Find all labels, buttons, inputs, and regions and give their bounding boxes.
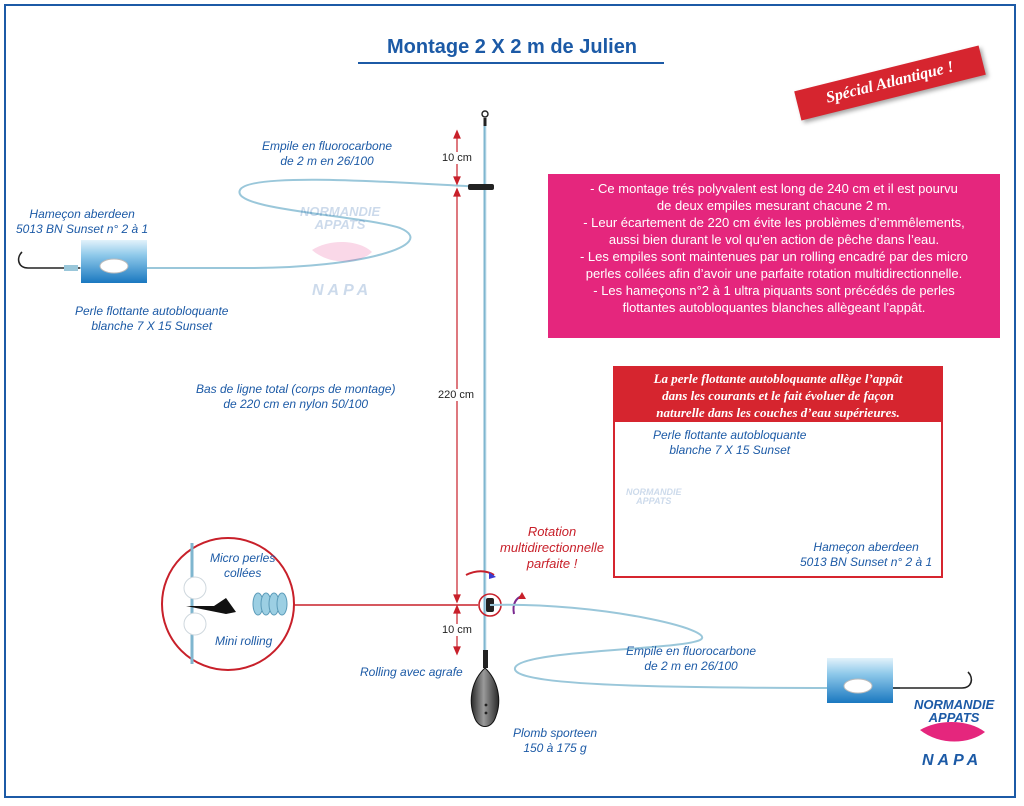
watermark-logo: NORMANDIE APPATS	[300, 205, 380, 231]
top-rolling	[468, 184, 494, 190]
logo-fish	[920, 721, 985, 742]
watermark-logo-small-line2: APPATS	[636, 496, 672, 506]
sinker-label-line1: Plomb sporteen	[513, 726, 598, 740]
detail-box-header: La perle flottante autobloquante allège …	[615, 368, 941, 422]
dim-bottom-label: 10 cm	[440, 624, 474, 636]
detail-bead-label: Perle flottante autobloquante blanche 7 …	[653, 428, 806, 458]
mini-rolling-label: Mini rolling	[215, 634, 273, 648]
bottom-hook	[893, 671, 973, 689]
left-hook	[17, 251, 80, 269]
info-line: - Leur écartement de 220 cm évite les pr…	[583, 215, 965, 230]
top-snood-label-line1: Empile en fluorocarbone	[262, 139, 393, 153]
bottom-snood-label: Empile en fluorocarbone de 2 m en 26/100	[626, 644, 756, 674]
page-title: Montage 2 X 2 m de Julien	[386, 36, 638, 58]
rotation-label: Rotation multidirectionnelle parfaite !	[500, 524, 604, 572]
brand-logo-line1: NORMANDIE	[914, 697, 995, 712]
leader-label-line1: Bas de ligne total (corps de montage)	[196, 382, 396, 396]
watermark-logo-line2: APPATS	[314, 217, 366, 232]
left-bead-label-line1: Perle flottante autobloquante	[75, 304, 229, 318]
top-snood-label-line2: de 2 m en 26/100	[280, 154, 374, 168]
bottom-snood-label-line2: de 2 m en 26/100	[644, 659, 738, 673]
watermark-logo-small-line1: NORMANDIE	[626, 487, 682, 497]
rolling-label: Rolling avec agrafe	[360, 665, 463, 679]
micro-beads-label: Micro perles collées	[210, 551, 275, 581]
info-line: - Les empiles sont maintenues par un rol…	[579, 249, 969, 264]
watermark-logo-small: NORMANDIE APPATS	[626, 488, 682, 506]
left-hook-label: Hameçon aberdeen 5013 BN Sunset n° 2 à 1	[16, 207, 148, 237]
rotation-label-line1: Rotation	[527, 524, 577, 539]
rotation-arrow-top	[465, 570, 495, 576]
info-box: - Ce montage trés polyvalent est long de…	[548, 174, 1000, 338]
leader-label-line2: de 220 cm en nylon 50/100	[223, 397, 369, 411]
knot-coils	[252, 592, 288, 616]
detail-header-line: dans les courants et le fait évoluer de …	[662, 388, 894, 403]
detail-hook-label-line2: 5013 BN Sunset n° 2 à 1	[800, 555, 933, 569]
sinker	[470, 667, 500, 727]
top-snood-line	[80, 178, 486, 269]
title-underline	[358, 62, 664, 64]
bottom-snood-line	[489, 603, 901, 689]
detail-hook-label-line1: Hameçon aberdeen	[813, 540, 919, 554]
micro-beads-label-line2: collées	[224, 566, 262, 580]
left-hook-label-line2: 5013 BN Sunset n° 2 à 1	[16, 222, 149, 236]
left-bead	[99, 258, 129, 274]
detail-bead-label-line2: blanche 7 X 15 Sunset	[669, 443, 791, 457]
outer-frame	[4, 4, 1016, 798]
info-line: - Les hameçons n°2 à 1 ultra piquants so…	[593, 283, 955, 298]
detail-bead-label-line1: Perle flottante autobloquante	[653, 428, 807, 442]
left-bead-label-line2: blanche 7 X 15 Sunset	[91, 319, 213, 333]
detail-hook-label: Hameçon aberdeen 5013 BN Sunset n° 2 à 1	[800, 540, 932, 570]
sinker-label: Plomb sporteen 150 à 175 g	[513, 726, 597, 756]
dim-mid-label: 220 cm	[436, 389, 477, 401]
info-line: de deux empiles mesurant chacune 2 m.	[656, 198, 892, 213]
info-line: flottantes autobloquantes blanches allèg…	[622, 300, 926, 315]
top-swivel	[481, 110, 489, 126]
mini-swivel	[186, 598, 236, 614]
rotation-label-line2: multidirectionnelle	[500, 540, 605, 555]
dim-top-label: 10 cm	[440, 152, 474, 164]
left-bead-label: Perle flottante autobloquante blanche 7 …	[75, 304, 228, 334]
rotation-label-line3: parfaite !	[526, 556, 578, 571]
info-line: aussi bien durant le vol qu’en action de…	[608, 232, 940, 247]
brand-logo: NORMANDIE APPATS	[914, 698, 994, 724]
info-line: perles collées afin d’avoir une parfaite…	[585, 266, 963, 281]
detail-box: La perle flottante autobloquante allège …	[613, 366, 943, 578]
micro-beads-label-line1: Micro perles	[210, 551, 276, 565]
top-snood-label: Empile en fluorocarbone de 2 m en 26/100	[262, 139, 392, 169]
brand-napa: NAPA	[922, 752, 983, 769]
bottom-snood-label-line1: Empile en fluorocarbone	[626, 644, 757, 658]
leader-label: Bas de ligne total (corps de montage) de…	[196, 382, 395, 412]
brand-logo-line2: APPATS	[928, 710, 980, 725]
left-hook-label-line1: Hameçon aberdeen	[29, 207, 135, 221]
sinker-label-line2: 150 à 175 g	[523, 741, 587, 755]
watermark-logo-line1: NORMANDIE	[300, 204, 381, 219]
info-line: - Ce montage trés polyvalent est long de…	[590, 181, 958, 196]
detail-header-line: naturelle dans les couches d’eau supérie…	[656, 405, 900, 420]
detail-header-line: La perle flottante autobloquante allège …	[653, 371, 903, 386]
watermark-napa: NAPA	[312, 282, 373, 299]
